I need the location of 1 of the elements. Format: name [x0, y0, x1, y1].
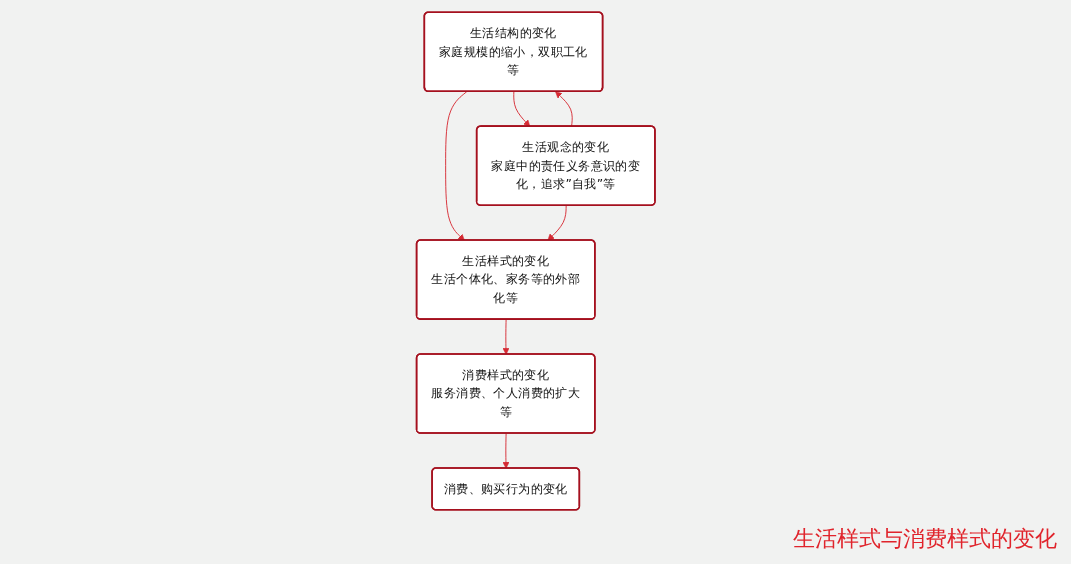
caption: 生活样式与消费样式的变化: [793, 525, 1057, 553]
